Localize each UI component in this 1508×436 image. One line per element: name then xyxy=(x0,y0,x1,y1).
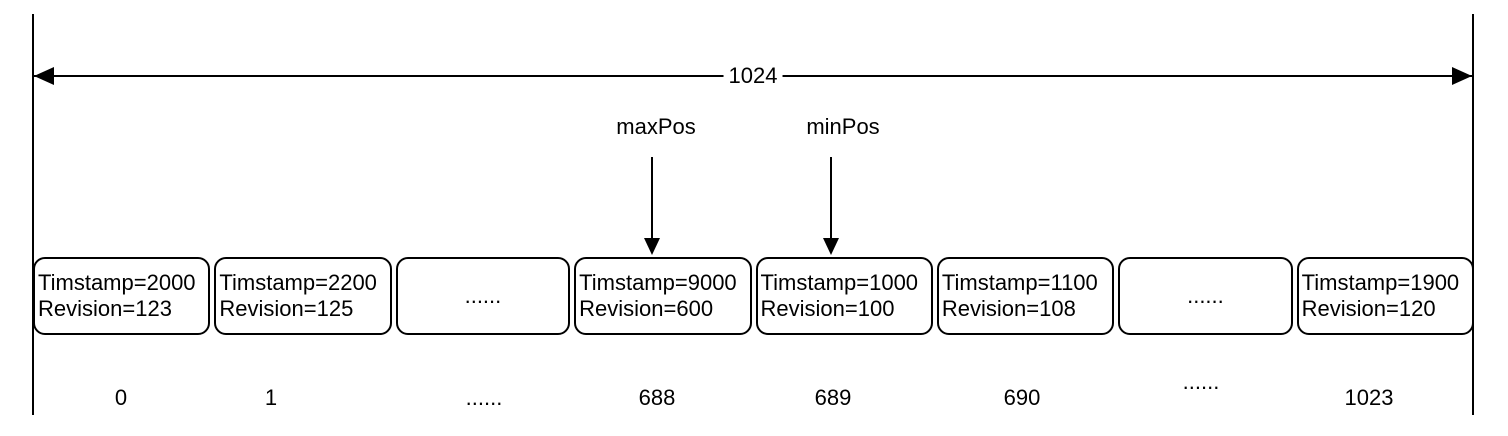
slot-revision: Revision=100 xyxy=(760,296,895,321)
slot-box-1: Timstamp=2200 Revision=125 xyxy=(214,257,392,335)
left-boundary-line xyxy=(32,14,34,415)
slot-box-7: Timstamp=1900 Revision=120 xyxy=(1296,257,1474,335)
slot-box-2: ...... xyxy=(395,257,571,335)
slot-revision: Revision=600 xyxy=(579,296,714,321)
slot-index-690: 690 xyxy=(1003,385,1041,410)
slot-index-ellipsis: ...... xyxy=(465,385,503,410)
slot-box-5: Timstamp=1100 Revision=108 xyxy=(936,257,1115,335)
slot-box-0: Timstamp=2000 Revision=123 xyxy=(33,257,211,335)
slot-index-689: 689 xyxy=(814,385,852,410)
slot-revision: Revision=108 xyxy=(941,296,1076,321)
slot-timestamp: Timstamp=2000 xyxy=(38,270,196,295)
slot-box-3: Timstamp=9000 Revision=600 xyxy=(574,257,752,335)
slot-index-1: 1 xyxy=(264,385,278,410)
arrowhead-down-icon xyxy=(823,238,839,255)
maxpos-label: maxPos xyxy=(616,114,696,139)
slot-index-1023: 1023 xyxy=(1344,385,1394,410)
slot-revision: Revision=125 xyxy=(219,296,354,321)
slot-timestamp: Timstamp=1900 xyxy=(1301,270,1460,295)
slot-index-688: 688 xyxy=(638,385,676,410)
ellipsis: ...... xyxy=(1187,283,1224,308)
capacity-label: 1024 xyxy=(723,63,783,89)
slot-box-6: ...... xyxy=(1118,257,1293,335)
slot-row: Timstamp=2000 Revision=123 Timstamp=2200… xyxy=(33,257,1474,335)
arrowhead-left-icon xyxy=(34,67,54,85)
slot-timestamp: Timstamp=1100 xyxy=(941,270,1098,295)
slot-index-ellipsis: ...... xyxy=(1182,369,1220,394)
right-boundary-line xyxy=(1472,14,1474,415)
slot-revision: Revision=123 xyxy=(38,296,172,321)
arrowhead-right-icon xyxy=(1452,67,1472,85)
ellipsis: ...... xyxy=(464,283,502,308)
minpos-label: minPos xyxy=(806,114,880,139)
arrow-shaft xyxy=(830,157,832,240)
slot-box-4: Timstamp=1000 Revision=100 xyxy=(755,257,933,335)
slot-revision: Revision=120 xyxy=(1301,296,1436,321)
arrowhead-down-icon xyxy=(644,238,660,255)
slot-timestamp: Timstamp=2200 xyxy=(219,270,377,295)
arrow-shaft xyxy=(651,157,653,240)
slot-timestamp: Timstamp=1000 xyxy=(760,270,919,295)
slot-timestamp: Timstamp=9000 xyxy=(579,270,737,295)
slot-index-0: 0 xyxy=(114,385,128,410)
